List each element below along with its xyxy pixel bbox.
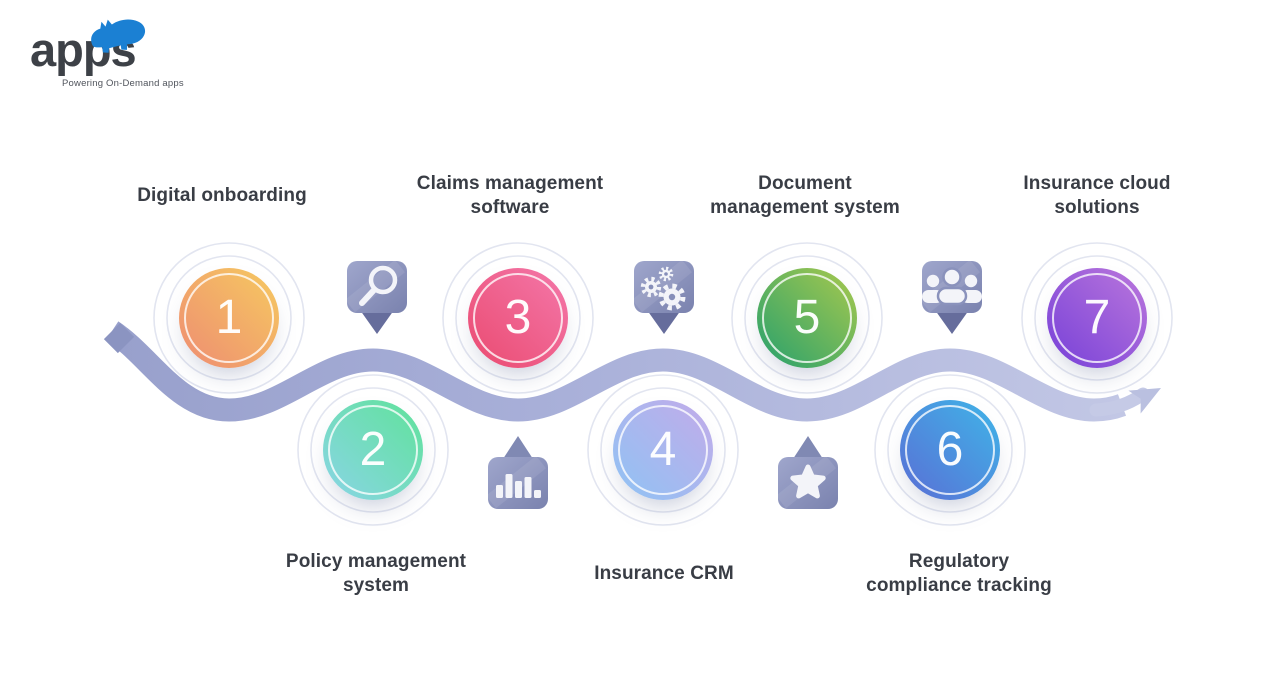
timeline-ribbon <box>103 321 1161 422</box>
logo-tagline: Powering On-Demand apps <box>62 78 184 89</box>
step-circle-4: 4 <box>613 400 713 500</box>
badge-bar-chart <box>486 436 548 509</box>
step-circle-5: 5 <box>757 268 857 368</box>
badge-gears <box>632 259 694 334</box>
step-number-5: 5 <box>793 291 821 344</box>
step-title-1: Digital onboarding <box>137 185 307 206</box>
badge-people <box>920 259 982 334</box>
step-number-4: 4 <box>649 423 677 476</box>
step-title-4: Insurance CRM <box>594 563 734 584</box>
step-circle-7: 7 <box>1047 268 1147 368</box>
logo: apps Powering On-Demand apps <box>28 12 228 92</box>
magnifier-icon <box>359 265 398 306</box>
step-number-3: 3 <box>504 291 532 344</box>
step-number-6: 6 <box>936 423 964 476</box>
step-number-2: 2 <box>359 423 387 476</box>
step-number-7: 7 <box>1083 291 1111 344</box>
step-number-1: 1 <box>215 291 243 344</box>
halo-rings <box>153 242 1173 526</box>
step-circle-6: 6 <box>900 400 1000 500</box>
bar-chart-icon <box>496 474 541 498</box>
badge-magnifier <box>345 259 407 334</box>
step-circle-1: 1 <box>179 268 279 368</box>
gears-icon <box>640 266 686 311</box>
rhino-logo-icon <box>91 19 146 53</box>
people-icon <box>922 267 982 306</box>
star-icon <box>790 464 826 499</box>
step-circle-2: 2 <box>323 400 423 500</box>
step-circle-3: 3 <box>468 268 568 368</box>
arrowhead-icon <box>1128 388 1161 414</box>
badge-star <box>776 436 838 509</box>
